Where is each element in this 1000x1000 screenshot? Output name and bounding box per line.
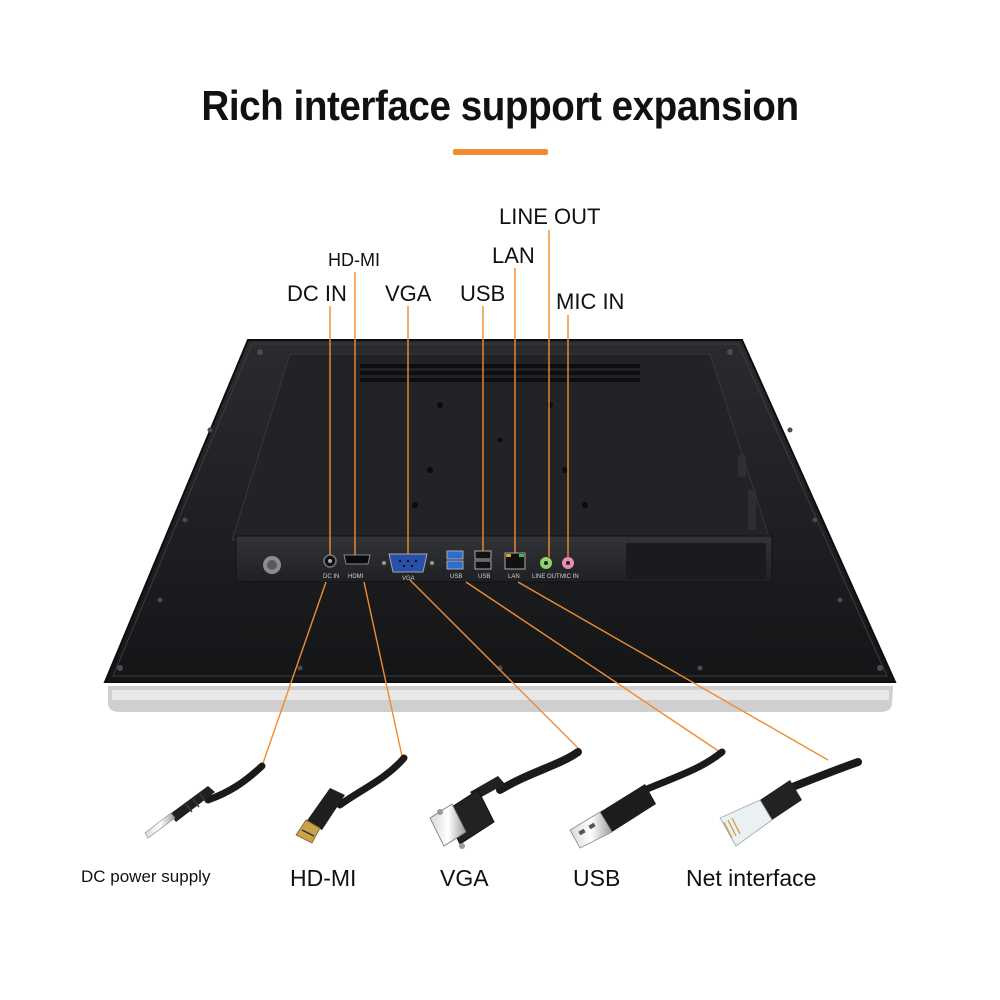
title-accent-bar	[453, 149, 548, 155]
cable-leader-lines	[261, 579, 829, 767]
cable-label-net: Net interface	[686, 865, 817, 891]
callout-line-out: LINE OUT	[499, 204, 601, 229]
port-marking-lan: LAN	[508, 574, 520, 580]
top-leader-lines	[329, 230, 569, 557]
side-button-1	[738, 455, 746, 477]
usb-cable-icon	[569, 748, 726, 849]
usb-port-4	[474, 560, 492, 570]
callout-vga: VGA	[385, 281, 432, 306]
dc-cable-icon	[144, 762, 266, 839]
port-marking-dc-in: DC IN	[323, 574, 339, 580]
callout-hdmi: HD-MI	[328, 250, 380, 270]
usb-port-2	[446, 560, 464, 570]
callout-usb: USB	[460, 281, 506, 306]
cable-label-usb: USB	[573, 865, 621, 891]
cable-label-vga: VGA	[440, 865, 489, 891]
callout-dc-in: DC IN	[287, 281, 347, 306]
usb-port-1	[446, 550, 464, 560]
vga-cable-icon	[429, 748, 582, 849]
monitor-bezel-shadow	[112, 690, 889, 700]
cable-label-dc: DC power supply	[81, 867, 211, 886]
callout-mic-in: MIC IN	[556, 289, 625, 314]
port-marking-usb-1: USB	[450, 574, 462, 580]
side-button-2	[748, 490, 756, 530]
port-marking-vga: VGA	[402, 576, 415, 582]
hdmi-port	[343, 554, 371, 565]
net-cable-icon	[719, 758, 862, 847]
usb-port-3	[474, 550, 492, 560]
vent-grille	[360, 364, 640, 382]
cable-label-hdmi: HD-MI	[290, 865, 357, 891]
port-marking-usb-2: USB	[478, 574, 490, 580]
callout-lan: LAN	[492, 243, 535, 268]
vesa-holes	[412, 402, 588, 508]
io-box-cover	[626, 543, 766, 579]
hdmi-cable-icon	[295, 754, 408, 844]
page-title: Rich interface support expansion	[201, 82, 799, 129]
vga-port	[388, 553, 428, 573]
port-marking-mic-in: MIC IN	[560, 574, 579, 580]
port-marking-hdmi: HDMI	[348, 574, 364, 580]
port-marking-line-out: LINE OUT	[532, 574, 560, 580]
